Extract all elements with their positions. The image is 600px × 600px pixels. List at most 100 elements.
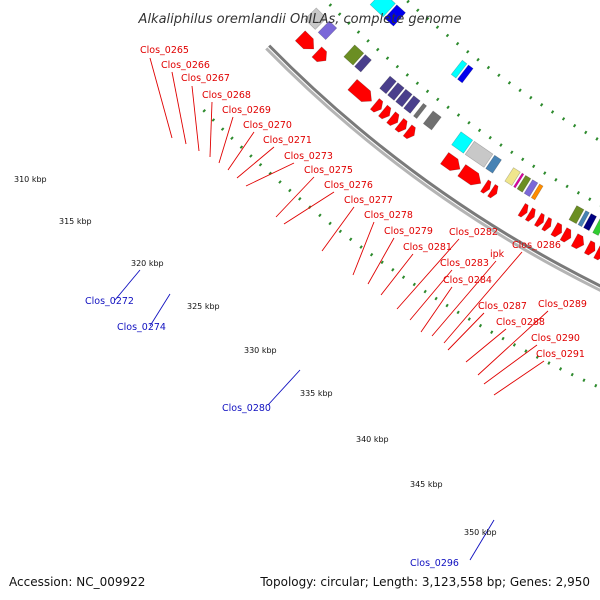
annotation-block[interactable]	[387, 82, 405, 101]
annotation-block[interactable]	[403, 95, 421, 114]
cds-arrow[interactable]	[311, 46, 327, 63]
annotation-block[interactable]	[413, 102, 428, 119]
gene-label-clos-0296[interactable]: Clos_0296	[410, 558, 459, 569]
gene-label-clos-0291[interactable]: Clos_0291	[536, 349, 585, 360]
cds-arrow[interactable]	[583, 240, 596, 256]
reverse-strand-block[interactable]	[457, 64, 474, 84]
gene-label-clos-0290[interactable]: Clos_0290	[531, 333, 580, 344]
leader-line	[409, 269, 453, 321]
gene-label-clos-0279[interactable]: Clos_0279	[384, 226, 433, 237]
leader-line	[191, 85, 200, 152]
gene-label-clos-0266[interactable]: Clos_0266	[161, 60, 210, 71]
annotation-block[interactable]	[592, 218, 600, 236]
annotation-block[interactable]	[530, 183, 544, 201]
annotation-block[interactable]	[304, 7, 327, 30]
leader-line	[227, 131, 255, 171]
annotation-block[interactable]	[354, 54, 372, 73]
cds-arrow[interactable]	[524, 207, 536, 222]
gene-label-clos-0276[interactable]: Clos_0276	[324, 180, 373, 191]
reverse-strand-block[interactable]	[369, 0, 396, 18]
leader-line	[245, 162, 295, 187]
gene-label-clos-0274[interactable]: Clos_0274	[117, 322, 166, 333]
cds-arrow[interactable]	[440, 152, 461, 171]
annotation-block[interactable]	[464, 140, 494, 168]
leader-line	[477, 310, 549, 376]
label-leader-lines	[114, 57, 549, 561]
gene-label-ipk[interactable]: ipk	[490, 249, 505, 260]
leader-line	[114, 269, 141, 301]
cds-arrow[interactable]	[402, 124, 416, 140]
leader-line	[420, 286, 453, 333]
gene-label-clos-0288[interactable]: Clos_0288	[496, 317, 545, 328]
leader-line	[218, 116, 234, 164]
annotation-block[interactable]	[343, 44, 365, 66]
ring-guides	[202, 0, 600, 390]
cds-arrow[interactable]	[541, 216, 553, 232]
kbp-label-345: 345 kbp	[410, 480, 443, 489]
gene-label-clos-0273[interactable]: Clos_0273	[284, 151, 333, 162]
cds-arrow[interactable]	[487, 184, 499, 199]
annotation-block[interactable]	[451, 131, 474, 154]
leader-line	[396, 238, 460, 310]
kbp-label-330: 330 kbp	[244, 346, 277, 355]
gene-label-clos-0283[interactable]: Clos_0283	[440, 258, 489, 269]
cds-arrow[interactable]	[559, 227, 572, 243]
reverse-strand-block[interactable]	[450, 59, 468, 79]
gene-label-clos-0265[interactable]: Clos_0265	[140, 45, 189, 56]
cds-arrow[interactable]	[386, 111, 400, 126]
cds-arrow[interactable]	[550, 222, 563, 238]
annotation-block[interactable]	[513, 172, 525, 189]
gene-features	[294, 0, 600, 261]
gene-label-clos-0286[interactable]: Clos_0286	[512, 240, 561, 251]
cds-arrow[interactable]	[347, 78, 372, 102]
gene-label-clos-0289[interactable]: Clos_0289	[538, 299, 587, 310]
cds-arrow[interactable]	[480, 179, 492, 194]
cds-arrow[interactable]	[593, 245, 600, 261]
cds-arrow[interactable]	[378, 104, 392, 120]
annotation-block[interactable]	[317, 20, 338, 41]
cds-arrow[interactable]	[294, 30, 315, 50]
annotation-block[interactable]	[422, 110, 442, 131]
leader-line	[236, 146, 275, 179]
gene-label-clos-0281[interactable]: Clos_0281	[403, 242, 452, 253]
gene-label-clos-0268[interactable]: Clos_0268	[202, 90, 251, 101]
guide-ring-3	[404, 0, 600, 143]
gene-label-clos-0269[interactable]: Clos_0269	[222, 105, 271, 116]
genome-backbone	[265, 44, 600, 292]
leader-line	[352, 221, 375, 276]
gene-label-clos-0287[interactable]: Clos_0287	[478, 301, 527, 312]
backbone-line-2	[265, 47, 600, 292]
gene-label-clos-0267[interactable]: Clos_0267	[181, 73, 230, 84]
topology-text: Topology: circular; Length: 3,123,558 bp…	[259, 575, 590, 589]
annotation-block[interactable]	[485, 154, 502, 174]
gene-label-clos-0277[interactable]: Clos_0277	[344, 195, 393, 206]
reverse-strand-block[interactable]	[384, 4, 406, 27]
annotation-block[interactable]	[523, 179, 539, 197]
leader-line	[209, 101, 213, 158]
gene-label-clos-0278[interactable]: Clos_0278	[364, 210, 413, 221]
gene-label-clos-0284[interactable]: Clos_0284	[443, 275, 492, 286]
kbp-label-335: 335 kbp	[300, 389, 333, 398]
cds-arrow[interactable]	[570, 233, 585, 250]
cds-arrow[interactable]	[369, 98, 384, 113]
gene-label-clos-0282[interactable]: Clos_0282	[449, 227, 498, 238]
cds-arrow[interactable]	[517, 202, 529, 218]
gene-label-clos-0271[interactable]: Clos_0271	[263, 135, 312, 146]
annotation-block[interactable]	[568, 205, 585, 225]
annotation-block[interactable]	[395, 88, 413, 108]
leader-line	[380, 253, 414, 296]
leader-line	[447, 312, 485, 351]
annotation-block[interactable]	[504, 167, 521, 187]
cds-arrow[interactable]	[533, 212, 545, 228]
annotation-block[interactable]	[577, 210, 590, 228]
annotation-block[interactable]	[583, 213, 597, 232]
gene-label-clos-0275[interactable]: Clos_0275	[304, 165, 353, 176]
annotation-block[interactable]	[379, 75, 397, 95]
leader-line	[321, 206, 355, 252]
gene-label-clos-0270[interactable]: Clos_0270	[243, 120, 292, 131]
gene-label-clos-0272[interactable]: Clos_0272	[85, 296, 134, 307]
annotation-block[interactable]	[516, 174, 532, 193]
cds-arrow[interactable]	[457, 164, 482, 186]
gene-label-clos-0280[interactable]: Clos_0280	[222, 403, 271, 414]
cds-arrow[interactable]	[394, 117, 408, 133]
